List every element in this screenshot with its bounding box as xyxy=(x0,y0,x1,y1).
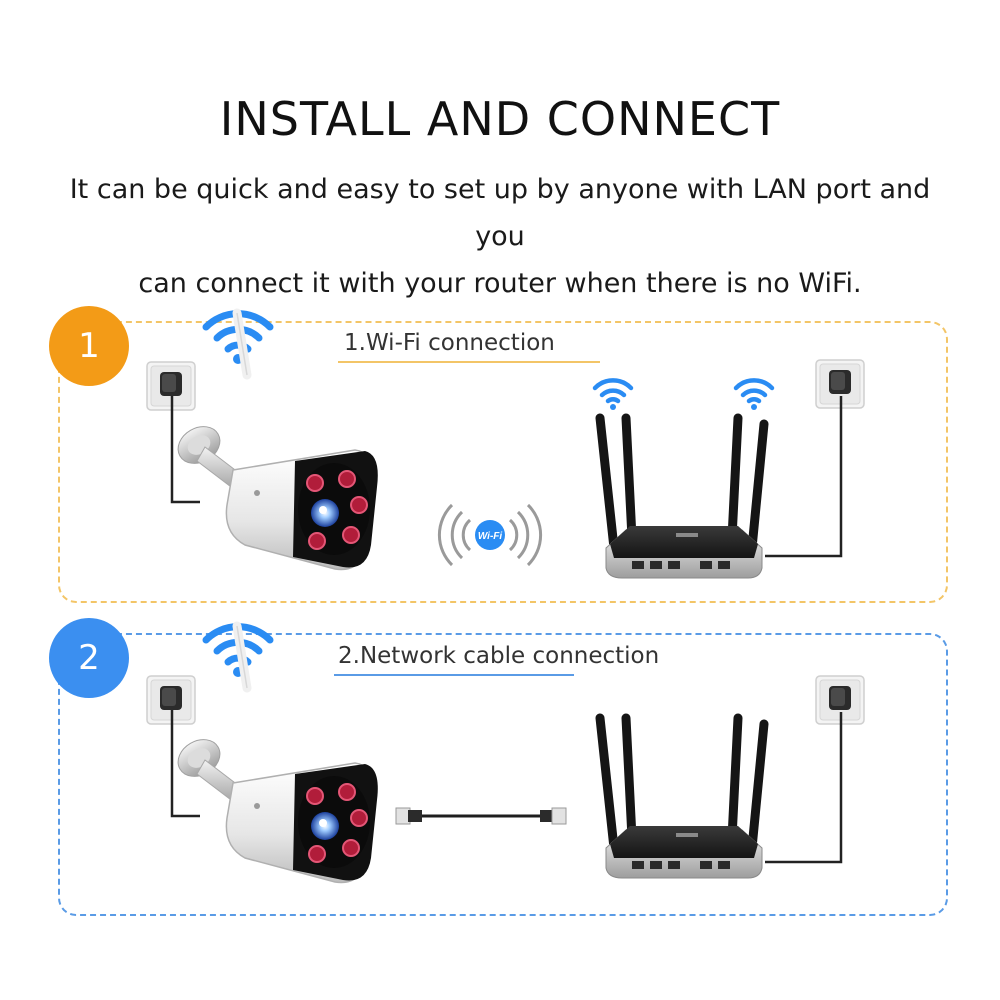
step-1-badge: 1 xyxy=(49,306,129,386)
step-2-badge: 2 xyxy=(49,618,129,698)
step-2-panel xyxy=(58,633,948,916)
wifi-badge-text: Wi-Fi xyxy=(478,531,503,542)
step-1-label: 1.Wi-Fi connection xyxy=(344,330,555,356)
step-2-underline xyxy=(334,674,574,676)
ethernet-cable-icon xyxy=(395,807,567,825)
page-title: INSTALL AND CONNECT xyxy=(219,92,781,146)
page-subtitle: It can be quick and easy to set up by an… xyxy=(60,166,940,307)
step-2-label: 2.Network cable connection xyxy=(338,643,660,669)
step-1-underline xyxy=(338,361,600,363)
subtitle-line-2: can connect it with your router when the… xyxy=(138,268,862,299)
wifi-signal-icon: Wi-Fi xyxy=(437,503,543,567)
subtitle-line-1: It can be quick and easy to set up by an… xyxy=(69,174,931,252)
step-1-panel xyxy=(58,321,948,603)
